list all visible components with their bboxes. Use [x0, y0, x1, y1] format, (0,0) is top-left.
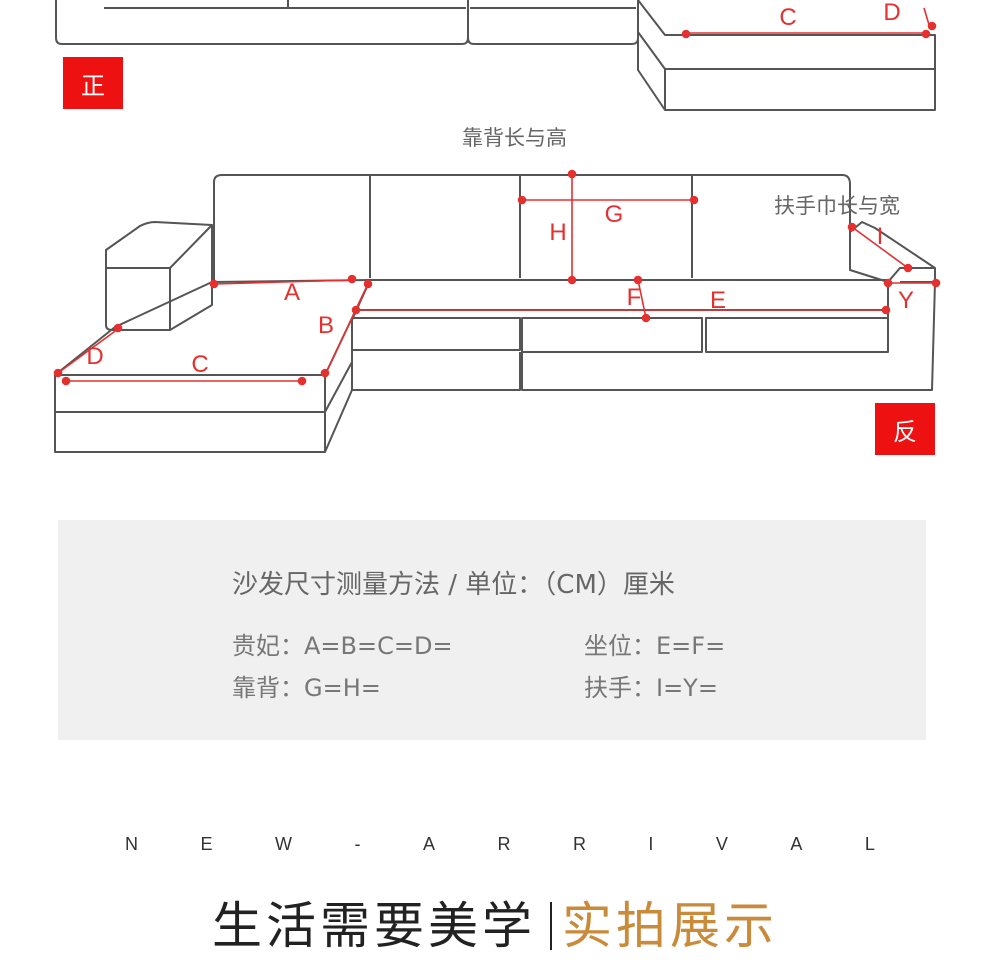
dimension-label-h: H: [549, 219, 566, 246]
arrival-letter: N: [125, 834, 138, 854]
arrival-letter: R: [497, 834, 511, 854]
arrival-letter: A: [790, 834, 803, 854]
dimension-label-c: C: [191, 351, 208, 378]
caption-backrest: 靠背长与高: [462, 126, 567, 150]
dimension-label-g: G: [605, 201, 624, 228]
arrival-letter: L: [864, 834, 875, 854]
dimension-label-y: Y: [898, 287, 914, 314]
arrival-letter: E: [200, 834, 213, 854]
dimension-label-f: F: [627, 284, 642, 311]
formula-backrest: 靠背：G=H=: [232, 674, 381, 702]
formula-chaise: 贵妃：A=B=C=D=: [232, 632, 453, 660]
arrival-letter: -: [354, 834, 361, 854]
dimension-label-e: E: [710, 287, 726, 314]
dimension-label-d: D: [86, 343, 103, 370]
arrival-letter: I: [648, 834, 654, 854]
arrival-letter: A: [422, 834, 435, 854]
arrival-letter: R: [572, 834, 586, 854]
formula-armrest: 扶手：I=Y=: [584, 674, 718, 702]
sofa-measurement-diagram: C D A B C D G H I F E Y: [53, 0, 941, 453]
formula-seat: 坐位：E=F=: [584, 632, 726, 660]
dimension-label-top-c: C: [779, 4, 796, 31]
arrival-letter: V: [715, 834, 728, 854]
dimension-label-b: B: [318, 312, 334, 339]
slogan-right: 实拍展示: [562, 897, 778, 955]
arrival-letter: W: [274, 834, 292, 854]
measurement-info-panel: 沙发尺寸测量方法 / 单位：（CM）厘米 贵妃：A=B=C=D= 坐位：E=F=…: [58, 520, 926, 740]
dimension-label-i: I: [877, 223, 884, 250]
slogan-divider: [550, 901, 552, 950]
badge-front: 正: [63, 57, 123, 109]
slogan: 生活需要美学实拍展示: [0, 886, 990, 958]
new-arrival-heading: N E W - A R R I V A L: [125, 834, 875, 855]
caption-armrest: 扶手巾长与宽: [774, 194, 900, 218]
dimension-label-a: A: [284, 279, 300, 306]
dimension-label-top-d: D: [883, 0, 900, 26]
slogan-left: 生活需要美学: [212, 897, 536, 955]
panel-title: 沙发尺寸测量方法 / 单位：（CM）厘米: [232, 570, 675, 600]
badge-back: 反: [875, 403, 935, 455]
